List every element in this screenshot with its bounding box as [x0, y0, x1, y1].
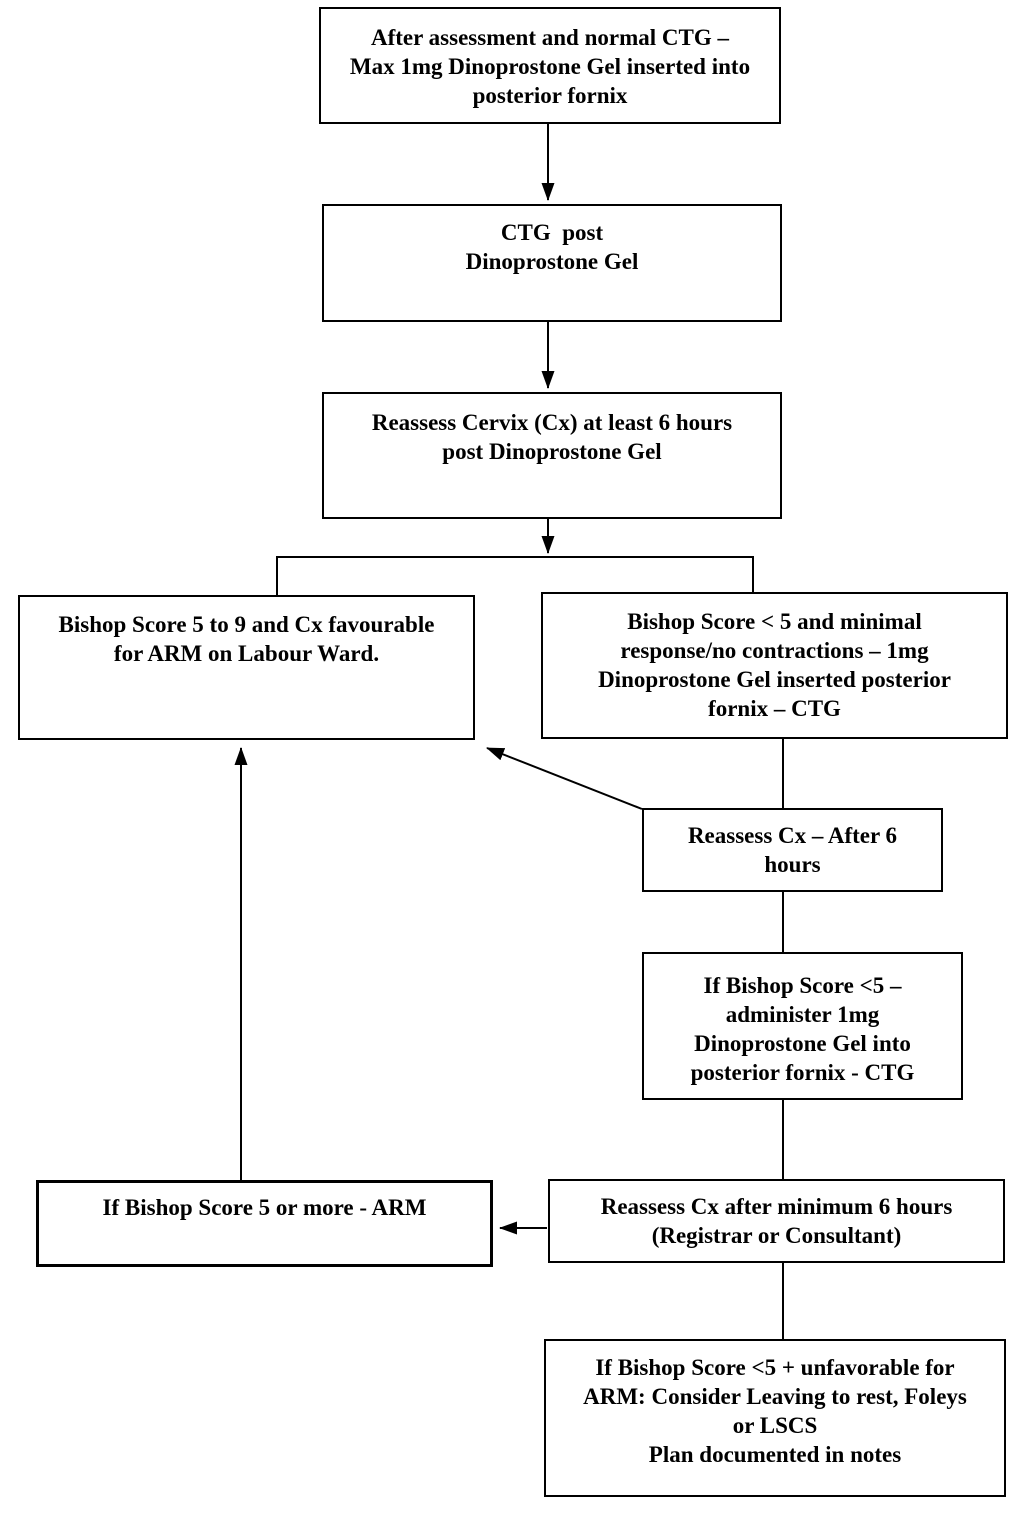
edge-reassessafter6h-to-favourable	[486, 747, 643, 810]
node-score-5-arm: If Bishop Score 5 or more - ARM	[36, 1180, 493, 1267]
node-reassess-after-6h: Reassess Cx – After 6 hours	[642, 808, 943, 892]
node-assessment: After assessment and normal CTG – Max 1m…	[319, 7, 781, 124]
node-unfavorable-plan: If Bishop Score <5 + unfavorable for ARM…	[544, 1339, 1006, 1497]
node-reassess-6h: Reassess Cervix (Cx) at least 6 hours po…	[322, 392, 782, 519]
node-favourable-arm: Bishop Score 5 to 9 and Cx favourable fo…	[18, 595, 475, 740]
node-reassess-min-6h: Reassess Cx after minimum 6 hours (Regis…	[548, 1179, 1005, 1263]
node-score-lt5-repeat: Bishop Score < 5 and minimal response/no…	[541, 592, 1008, 739]
node-score-lt5-admin: If Bishop Score <5 – administer 1mg Dino…	[642, 952, 963, 1100]
node-ctg-post-gel: CTG post Dinoprostone Gel	[322, 204, 782, 322]
